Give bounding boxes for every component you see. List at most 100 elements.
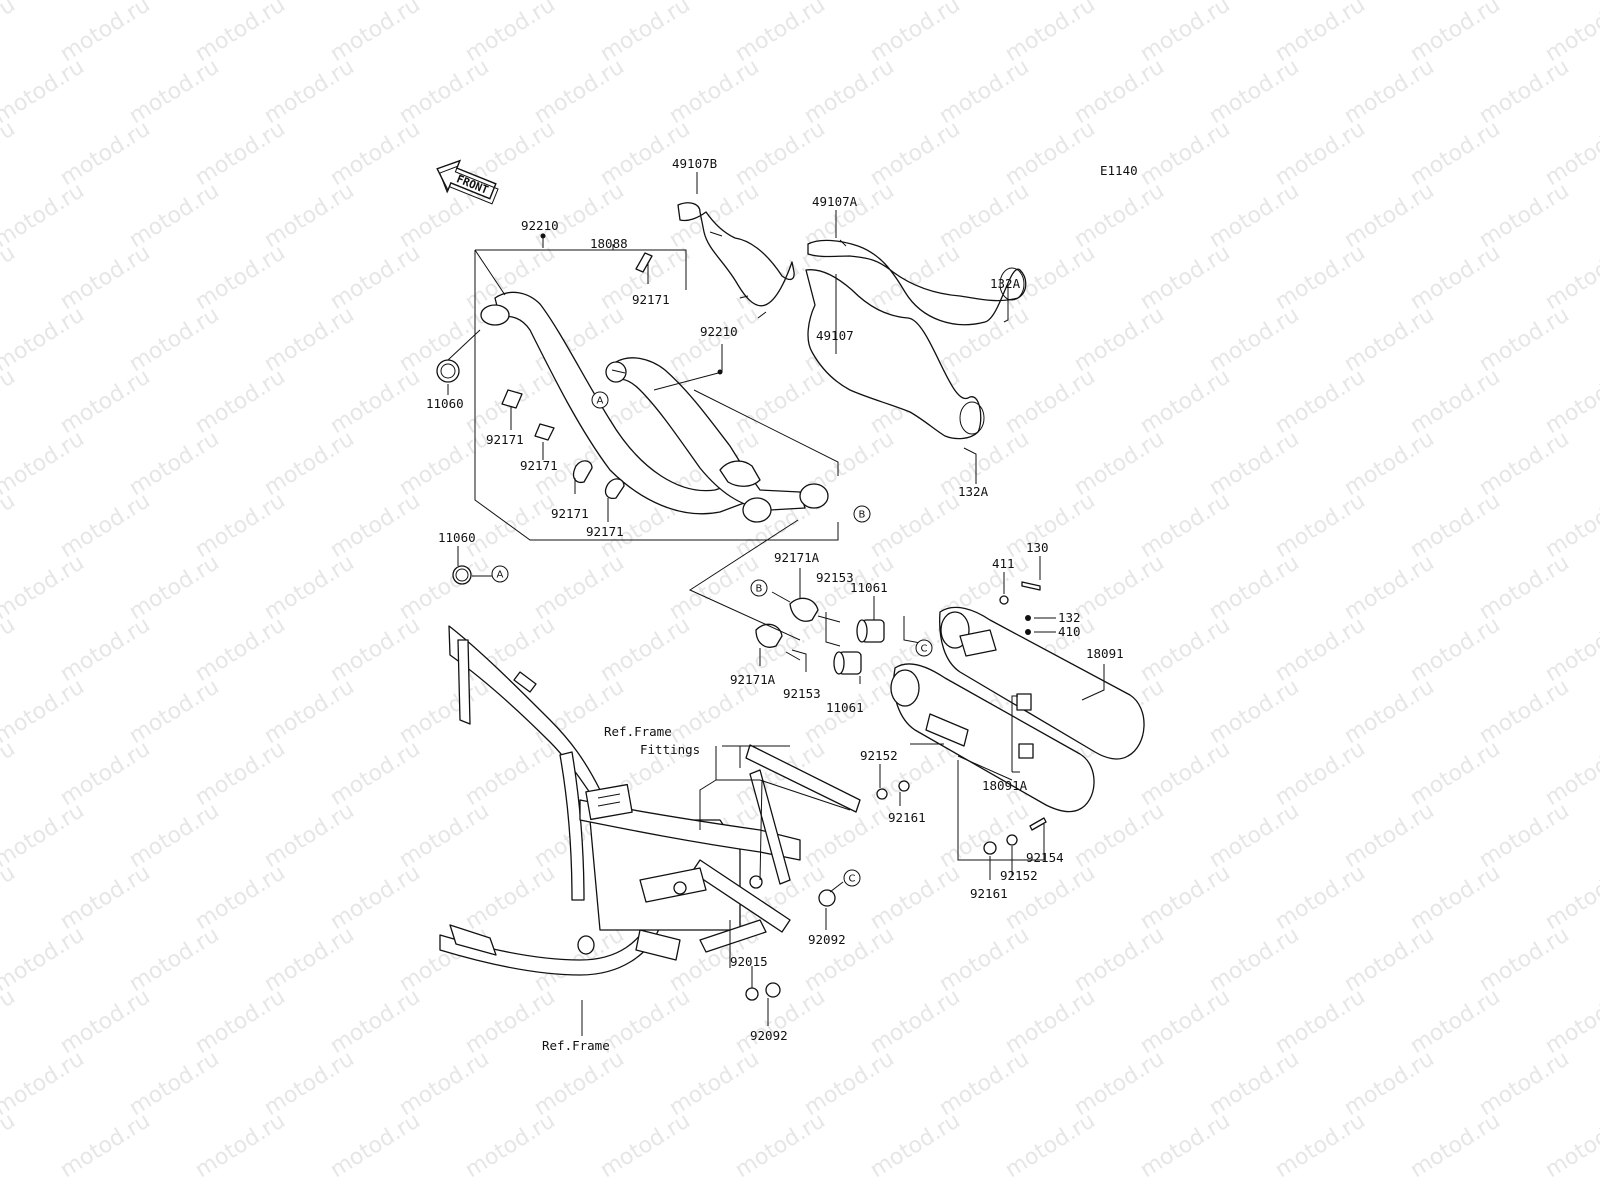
gasket-11060-top [436,359,460,383]
watermark-text: motod.ru [1271,240,1370,315]
ref-mark-b-right: B [853,505,871,523]
watermark-text: motod.ru [1136,116,1235,191]
muffler-18091A [890,663,1095,813]
part-label-11060-top: 11060 [426,396,464,411]
watermark-text: motod.ru [1136,240,1235,315]
watermark-text: motod.ru [0,798,89,873]
watermark-text: motod.ru [1406,488,1505,563]
watermark-text: motod.ru [1271,364,1370,439]
clamp-92171-c [572,460,593,484]
part-label-11061-top: 11061 [850,580,888,595]
watermark-text: motod.ru [1406,1108,1505,1183]
ref-mark-a-lower: A [491,565,509,583]
part-label-18088: 18088 [590,236,628,251]
watermark-text: motod.ru [1406,116,1505,191]
watermark-text: motod.ru [596,612,695,687]
part-label-92152-bottom: 92152 [1000,868,1038,883]
watermark-text: motod.ru [191,364,290,439]
watermark-text: motod.ru [1136,612,1235,687]
watermark-text: motod.ru [1406,364,1505,439]
watermark-text: motod.ru [1001,488,1100,563]
watermark-text: motod.ru [0,426,89,501]
watermark-text: motod.ru [0,922,89,997]
bolt-92154 [1029,817,1047,831]
stud-92171-b [534,423,555,441]
ref-mark-a-upper: A [591,391,609,409]
watermark-text: motod.ru [0,674,89,749]
watermark-text: motod.ru [1136,860,1235,935]
part-label-92153-top: 92153 [816,570,854,585]
svg-text:A: A [597,396,604,407]
watermark-text: motod.ru [0,612,20,687]
part-label-92161-bottom: 92161 [970,886,1008,901]
bolt-130 [1021,581,1041,591]
watermark-text: motod.ru [326,984,425,1059]
watermark-text: motod.ru [1001,984,1100,1059]
watermark-text: motod.ru [191,116,290,191]
heat-cover-49107A [807,239,1027,326]
part-label-92171A-bottom: 92171A [730,672,776,687]
svg-text:C: C [849,874,856,885]
nut-92152-top [876,788,888,800]
watermark-text: motod.ru [1271,860,1370,935]
watermark-text: motod.ru [1541,612,1600,687]
watermark-text: motod.ru [1001,116,1100,191]
watermark-text: motod.ru [1541,116,1600,191]
part-label-92092-bottom: 92092 [750,1028,788,1043]
ref-mark-b-left: B [750,579,768,597]
part-label-132A-top: 132A [990,276,1021,291]
svg-text:A: A [497,570,504,581]
watermark-text: motod.ru [866,1108,965,1183]
watermark-text: motod.ru [56,364,155,439]
exhaust-pipe-18088 [480,291,829,523]
part-label-411: 411 [992,556,1015,571]
reference-marks: A A B B C C [491,391,933,887]
part-labels: 49107B 49107A 132A 49107 132A 92210 1808… [426,156,1124,1053]
washer-92161-top [898,780,910,792]
stud-92171-a [501,389,523,409]
part-label-92210-mid: 92210 [700,324,738,339]
watermark-text: motod.ru [326,736,425,811]
watermark-text: motod.ru [866,984,965,1059]
leader-lines [447,172,1105,1036]
watermark-text: motod.ru [1136,984,1235,1059]
ref-mark-c-bracket: C [843,869,861,887]
part-label-49107A: 49107A [812,194,858,209]
part-label-92171-d: 92171 [586,524,624,539]
part-label-ref-frame-fittings-2: Fittings [640,742,700,757]
part-label-92171-a: 92171 [486,432,524,447]
part-label-92015: 92015 [730,954,768,969]
watermark-text: motod.ru [0,240,20,315]
watermark-text: motod.ru [326,1108,425,1183]
watermark-text: motod.ru [866,860,965,935]
watermark-text: motod.ru [56,860,155,935]
watermark-text: motod.ru [0,984,20,1059]
watermark-text: motod.ru [1136,488,1235,563]
watermark-text: motod.ru [0,550,89,625]
watermark-text: motod.ru [1271,612,1370,687]
part-label-132A-bottom: 132A [958,484,989,499]
part-label-ref-frame-fittings-1: Ref.Frame [604,724,672,739]
watermark-text: motod.ru [191,1108,290,1183]
watermark-text: motod.ru [866,488,965,563]
watermark-text: motod.ru [0,0,20,67]
part-label-130: 130 [1026,540,1049,555]
damper-92092-top [818,889,836,907]
watermark-text: motod.ru [1271,116,1370,191]
watermark-text: motod.ru [1271,488,1370,563]
part-label-18091: 18091 [1086,646,1124,661]
watermark-text: motod.ru [326,612,425,687]
watermark-text: motod.ru [0,1108,20,1183]
muffler-18091 [939,606,1145,760]
watermark-text: motod.ru [56,240,155,315]
part-label-92171-top: 92171 [632,292,670,307]
watermark-text: motod.ru [1136,1108,1235,1183]
watermark-text: motod.ru [191,984,290,1059]
washer-92152-bottom [1006,834,1018,846]
watermark-text: motod.ru [191,488,290,563]
watermark-text: motod.ru [1541,1108,1600,1183]
watermark-text: motod.ru [1406,984,1505,1059]
watermark-text: motod.ru [1406,612,1505,687]
nut-132 [1025,615,1031,621]
part-label-11061-bottom: 11061 [826,700,864,715]
